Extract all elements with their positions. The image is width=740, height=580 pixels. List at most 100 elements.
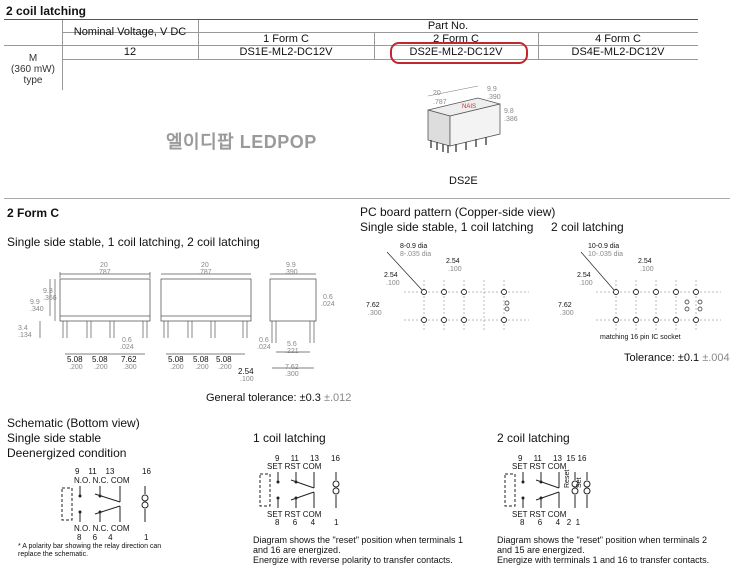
pcb-tolerance: Tolerance: ±0.1 ±.004 [624, 352, 730, 364]
dim-h-b-in: .366 [43, 295, 57, 302]
dim-p3-a: 7.62 [121, 355, 137, 364]
dim-d762-side: 7.62 [285, 364, 299, 371]
dim-d254: 2.54 [238, 367, 254, 376]
pcb-pattern-left [386, 251, 529, 332]
dim-pin: 3.4 [18, 325, 28, 332]
pcb-left-row-in: .300 [368, 310, 382, 317]
coil2-labels-bottom: SET RST COM [512, 510, 567, 519]
ss-labels-top: N.O. N.C. COM [74, 476, 130, 485]
img-dim-height: 9.8 [504, 108, 514, 115]
pcb-right-pitch: 2.54 [577, 272, 591, 279]
dimension-drawing [39, 272, 317, 369]
coil2-set-label: Set [576, 477, 583, 488]
voltage-value: 12 [123, 46, 137, 58]
part-1form: DS1E-ML2-DC12V [239, 46, 333, 58]
table-line [62, 59, 698, 60]
coil1-pin-1: 1 [334, 518, 339, 527]
table-line [538, 33, 539, 60]
dim-w06-in: .024 [120, 344, 134, 351]
dim-side-06-in: .024 [321, 301, 335, 308]
pcb-pattern-right [580, 251, 721, 332]
title-rule [4, 19, 698, 20]
form-section-subtitle: Single side stable, 1 coil latching, 2 c… [7, 235, 260, 249]
dim-side-06: 0.6 [323, 294, 333, 301]
dim-p1-a: 5.08 [67, 355, 83, 364]
dim-len-b-in: .787 [198, 269, 212, 276]
dim-len-a-in: .787 [97, 269, 111, 276]
schematic-line3: Deenergized condition [7, 446, 127, 460]
dim-p3-b: 5.08 [216, 355, 232, 364]
dim-p1-b-in: .200 [170, 364, 184, 371]
pcb-right-note: matching 16 pin IC socket [600, 334, 681, 341]
table-line [4, 45, 698, 46]
coil2-title: 2 coil latching [497, 431, 570, 445]
dim-d56-in: .221 [285, 348, 299, 355]
schematic-title: Schematic (Bottom view) [7, 416, 140, 430]
pcb-left-row: 7.62 [366, 302, 380, 309]
pcb-right-row: 7.62 [558, 302, 572, 309]
coil2-labels-top: SET RST COM [512, 462, 567, 471]
general-tolerance: General tolerance: ±0.3 ±.012 [206, 392, 352, 404]
form-section-title: 2 Form C [7, 206, 60, 220]
coil2-pins-top: 9 11 13 15 16 [518, 454, 587, 463]
dim-d254-in: .100 [240, 376, 254, 383]
part-2form: DS2E-ML2-DC12V [409, 46, 503, 58]
form-header-1: 1 Form C [263, 33, 309, 45]
dim-p2-a-in: .200 [94, 364, 108, 371]
dim-side-w-in: .390 [284, 269, 298, 276]
coil1-schematic-drawing [259, 472, 340, 508]
coil1-labels-top: SET RST COM [267, 462, 322, 471]
dim-w06: 0.6 [122, 337, 132, 344]
dim-side-w: 9.9 [286, 262, 296, 269]
table-line [198, 20, 199, 60]
pcb-right-dia-in: 10-.035 dia [588, 251, 624, 258]
dim-len-b: 20 [201, 262, 209, 269]
product-label: DS2E [449, 175, 478, 187]
dim-d762-side-in: .300 [285, 371, 299, 378]
pcb-left-pitch: 2.54 [384, 272, 398, 279]
coil1-pins-bottom: 8 6 4 [275, 518, 316, 527]
pcb-right-pitch2: 2.54 [638, 258, 652, 265]
dim-h-a: 9.9 [30, 299, 40, 306]
ss-labels-bottom: N.O. N.C. COM [74, 524, 130, 533]
dim-len-a: 20 [100, 262, 108, 269]
dim-pin-in: .134 [18, 332, 32, 339]
svg-text:NAIS: NAIS [462, 104, 476, 110]
pcb-sub-left: Single side stable, 1 coil latching [360, 220, 534, 234]
pcb-left-pitch-in: .100 [386, 280, 400, 287]
table-line [62, 20, 63, 90]
watermark: 엘이디팝 LEDPOP [166, 132, 317, 152]
product-image: NAIS [427, 85, 501, 153]
part-no-header: Part No. [427, 20, 469, 32]
img-dim-width: 20 [433, 90, 441, 97]
dim-p2-b: 5.08 [193, 355, 209, 364]
dim-p3-a-in: .300 [123, 364, 137, 371]
pcb-right-row-in: .300 [560, 310, 574, 317]
ss-pins-top: 9 11 13 [75, 467, 115, 476]
pcb-left-pitch2-in: .100 [448, 266, 462, 273]
dim-side-06b: 0.6 [259, 337, 269, 344]
dim-p1-b: 5.08 [168, 355, 184, 364]
highlight-oval [390, 42, 528, 64]
part-4form: DS4E-ML2-DC12V [571, 46, 665, 58]
section-title: 2 coil latching [6, 4, 87, 18]
ss-pin-1: 1 [144, 533, 149, 542]
pcb-left-dia-in: 8-.035 dia [400, 251, 432, 258]
pcb-left-dia: 8-0.9 dia [400, 243, 428, 250]
img-dim-width-in: .787 [433, 99, 447, 106]
dim-d56: 5.6 [287, 341, 297, 348]
coil2-reset-label: Reset [564, 469, 571, 488]
coil1-pin-16: 16 [331, 454, 340, 463]
pcb-right-pitch-in: .100 [579, 280, 593, 287]
dim-p1-a-in: .200 [69, 364, 83, 371]
dim-p3-b-in: .200 [218, 364, 232, 371]
pcb-title: PC board pattern (Copper-side view) [360, 205, 556, 219]
coil2-desc: Diagram shows the "reset" position when … [497, 535, 710, 565]
table-line [374, 33, 375, 60]
pcb-right-dia: 10-0.9 dia [588, 243, 620, 250]
section-divider [4, 198, 730, 199]
img-dim-depth: 9.9 [487, 86, 497, 93]
coil2-schematic-drawing [504, 472, 591, 508]
dim-h-a-in: .340 [30, 306, 44, 313]
pcb-left-pitch2: 2.54 [446, 258, 460, 265]
